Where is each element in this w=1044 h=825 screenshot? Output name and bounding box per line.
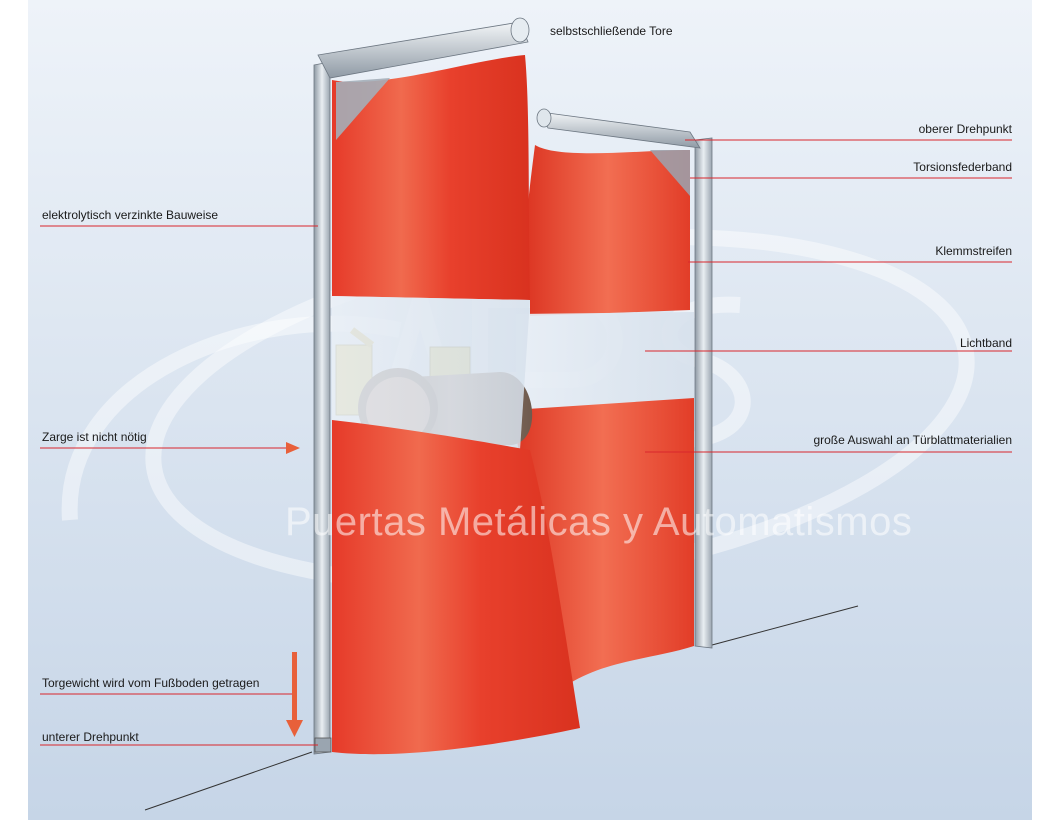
label-light-band: Lichtband — [959, 336, 1012, 350]
weight-down-arrow — [286, 652, 303, 737]
label-materials: große Auswahl an Türblattmaterialien — [813, 433, 1012, 447]
label-no-frame: Zarge ist nicht nötig — [42, 430, 147, 444]
floor-line-left — [144, 751, 313, 811]
label-lower-pivot: unterer Drehpunkt — [42, 730, 139, 744]
label-torsion-spring: Torsionsfederband — [913, 160, 1012, 174]
label-upper-pivot: oberer Drehpunkt — [918, 122, 1012, 136]
label-title: selbstschließende Tore — [550, 24, 673, 38]
label-galvanized: elektrolytisch verzinkte Bauweise — [42, 208, 219, 222]
arrow-no-frame — [286, 442, 300, 454]
leader-lines — [40, 139, 1012, 746]
watermark-tagline: Puertas Metálicas y Automatismos — [285, 500, 913, 544]
label-clamp-strip: Klemmstreifen — [935, 244, 1012, 258]
left-door-leaf — [313, 17, 580, 755]
label-weight: Torgewicht wird vom Fußboden getragen — [42, 676, 260, 690]
floor-line-right — [711, 605, 859, 646]
